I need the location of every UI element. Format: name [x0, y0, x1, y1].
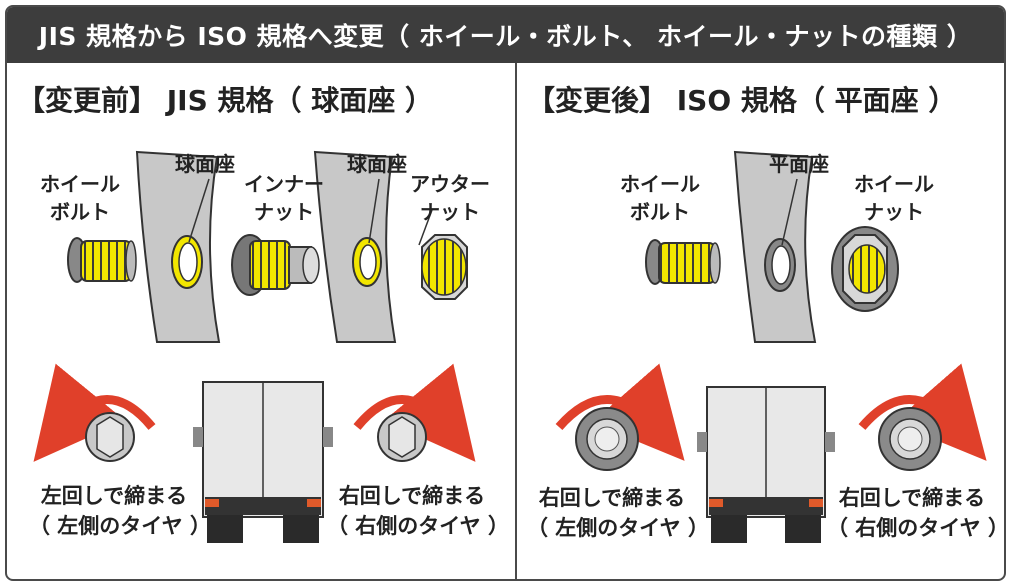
caption-side: （ 右側のタイヤ ）	[327, 514, 509, 538]
panel-divider	[515, 63, 517, 579]
label-wheel-bolt: ホイール ボルト	[620, 172, 700, 224]
arrow-clockwise-icon	[555, 363, 685, 461]
before-heading: 【変更前】 JIS 規格（ 球面座 ）	[17, 84, 433, 117]
wheel-nut-icon	[831, 226, 899, 312]
hex-nut-icon	[85, 412, 135, 462]
inner-nut-icon	[231, 234, 320, 296]
caption-side: （ 右側のタイヤ ）	[827, 516, 1006, 540]
arrow-counterclockwise-icon	[33, 363, 156, 462]
label-inner-nut: インナー ナット	[244, 172, 324, 224]
caption-rotation: 右回しで締まる	[838, 486, 986, 510]
caption-left-tire: 右回しで締まる （ 左側のタイヤ ）	[527, 483, 709, 543]
hex-nut-icon	[377, 412, 427, 462]
outer-nut-icon	[421, 234, 468, 300]
truck-rear-icon	[193, 381, 333, 543]
caption-right-tire: 右回しで締まる （ 右側のタイヤ ）	[827, 483, 1006, 543]
label-outer-nut: アウター ナット	[410, 172, 490, 224]
diagram-frame: JIS 規格から ISO 規格へ変更（ ホイール・ボルト、 ホイール・ナットの種…	[5, 5, 1006, 581]
arrow-clockwise-icon	[353, 363, 476, 462]
caption-rotation: 右回しで締まる	[538, 486, 686, 510]
illustration-layer	[33, 150, 987, 543]
wheel-nut-icon	[575, 407, 639, 471]
caption-rotation: 右回しで締まる	[338, 484, 486, 508]
label-seat: 平面座	[769, 152, 829, 176]
caption-right-tire: 右回しで締まる （ 右側のタイヤ ）	[327, 481, 509, 541]
label-seat: 球面座	[347, 152, 407, 176]
bolt-icon	[645, 239, 721, 285]
hub-icon	[733, 150, 817, 343]
arrow-clockwise-icon	[858, 363, 987, 461]
hub-icon	[313, 150, 397, 343]
hub-icon	[135, 150, 221, 343]
caption-left-tire: 左回しで締まる （ 左側のタイヤ ）	[29, 481, 211, 541]
caption-side: （ 左側のタイヤ ）	[527, 516, 709, 540]
bolt-icon	[67, 237, 137, 283]
after-heading: 【変更後】 ISO 規格（ 平面座 ）	[527, 84, 957, 117]
caption-rotation: 左回しで締まる	[40, 484, 188, 508]
page-title: JIS 規格から ISO 規格へ変更（ ホイール・ボルト、 ホイール・ナットの種…	[7, 7, 1004, 63]
label-wheel-bolt: ホイール ボルト	[40, 172, 120, 224]
truck-rear-icon	[697, 386, 835, 543]
label-wheel-nut: ホイール ナット	[854, 172, 934, 224]
wheel-nut-icon	[878, 407, 942, 471]
caption-side: （ 左側のタイヤ ）	[29, 514, 211, 538]
label-seat: 球面座	[175, 152, 235, 176]
